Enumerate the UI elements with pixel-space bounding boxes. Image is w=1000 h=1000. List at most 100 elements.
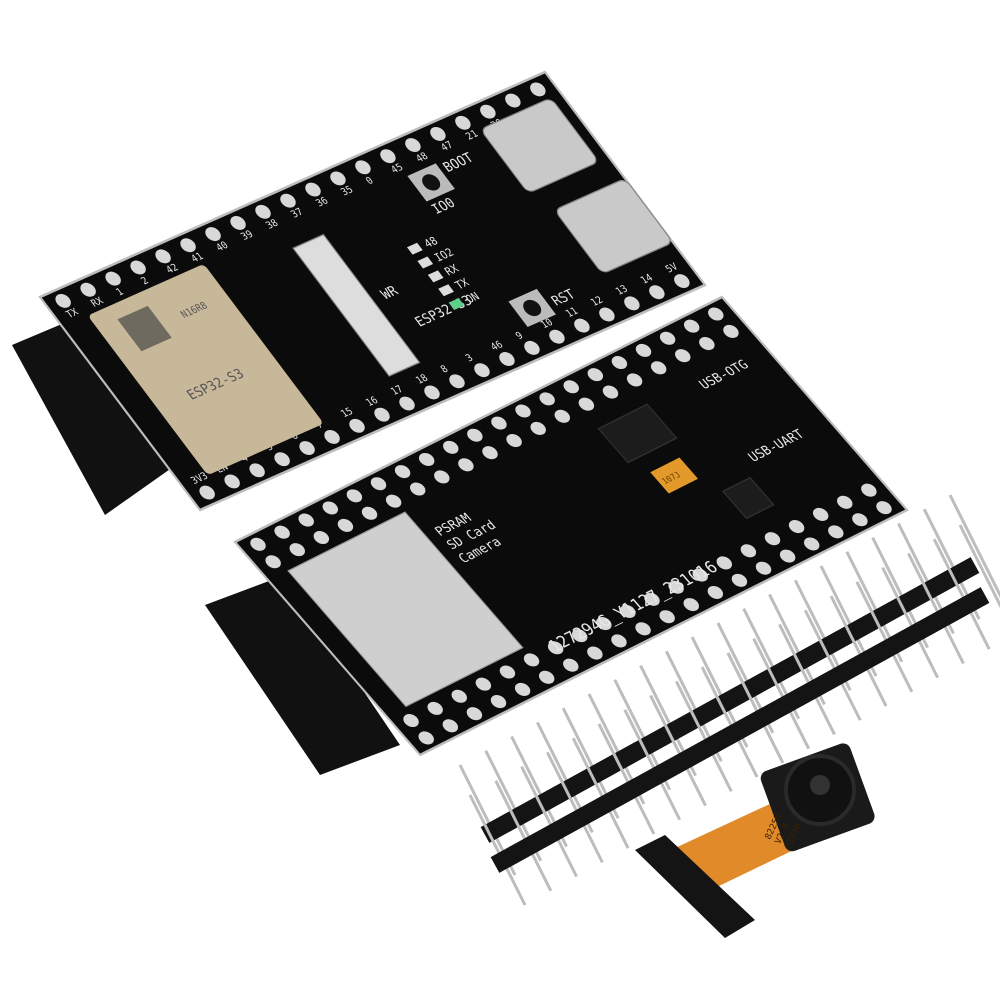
pin-hole [199, 485, 215, 500]
pin-hole [355, 160, 371, 175]
pin-hole [205, 227, 221, 242]
pin-hole [626, 373, 643, 387]
pin-label: 1 [114, 287, 126, 299]
pin-hole [274, 525, 290, 539]
usb-uart-chip [721, 476, 775, 520]
main-board: TXRX12424140393837363504548472120 3V3EN4… [38, 70, 707, 512]
pin-hole [361, 506, 378, 520]
usb-c-port-2[interactable] [554, 179, 673, 274]
pin-hole [624, 296, 640, 311]
pin-hole [505, 93, 521, 108]
pin-hole [837, 495, 853, 509]
sd-card-slot[interactable] [287, 511, 524, 708]
camera-connector [292, 233, 421, 377]
header-pin [674, 680, 733, 792]
pin-hole [650, 361, 667, 375]
pin-hole [403, 713, 419, 728]
status-led [427, 270, 444, 283]
pin-hole [482, 446, 498, 460]
pin-hole [405, 138, 421, 152]
pin-hole [587, 368, 604, 382]
header-pin [803, 609, 862, 721]
pin-hole [611, 634, 627, 648]
pin-hole [852, 513, 868, 527]
header-pin [778, 623, 836, 736]
pin-hole [644, 592, 660, 606]
header-pin [571, 737, 630, 849]
pin-hole [549, 329, 565, 344]
pin-hole [708, 307, 724, 321]
pin-headers [458, 494, 1000, 906]
pin-hole [105, 271, 121, 286]
pin-hole [587, 646, 603, 660]
pin-hole [563, 658, 579, 672]
pin-hole [563, 380, 579, 394]
header-pin [726, 652, 785, 764]
pin-hole [707, 585, 724, 599]
pin-hole [692, 568, 708, 582]
pin-hole [779, 549, 796, 563]
pin-label: 8 [439, 364, 451, 376]
pin-hole [635, 343, 652, 357]
pin-hole [250, 537, 266, 551]
header-pin [546, 751, 604, 864]
pin-hole [380, 149, 396, 164]
header-pin [649, 694, 707, 807]
pin-hole [475, 677, 492, 691]
header-pin [855, 581, 914, 693]
pin-hole [349, 418, 365, 433]
pin-hole [755, 561, 772, 575]
camera-connector-stiffener [635, 835, 755, 938]
antenna-tab [12, 310, 190, 515]
pin-hole [491, 416, 507, 430]
pin-hole [611, 356, 628, 370]
pin-hole [55, 293, 71, 308]
header-pin [597, 723, 656, 835]
pin-hole [330, 171, 346, 186]
header-pin [752, 638, 811, 750]
header-pin [520, 765, 578, 878]
pin-hole [659, 610, 675, 624]
pin-hole [418, 731, 434, 745]
pin-hole [249, 463, 265, 478]
pin-hole [280, 193, 296, 208]
pin-hole [434, 470, 450, 484]
pin-hole [346, 489, 363, 503]
header-pin [932, 538, 991, 650]
pin-hole [861, 483, 877, 497]
pin-hole [530, 421, 546, 435]
pin-hole [418, 452, 435, 466]
status-led [417, 256, 434, 269]
pin-hole [668, 580, 684, 594]
pin-hole [530, 82, 546, 97]
led-label: IO2 [432, 246, 457, 265]
header-pin [700, 666, 759, 778]
usb-c-port-1[interactable] [480, 98, 599, 193]
pin-hole [451, 689, 467, 703]
header-pin [829, 595, 888, 707]
header-pin [468, 794, 527, 906]
pin-hole [596, 617, 612, 631]
header-pin [623, 709, 682, 821]
pin-hole [155, 249, 171, 264]
pin-hole [523, 653, 540, 667]
pin-hole [130, 260, 146, 275]
pin-hole [602, 385, 619, 399]
pin-hole [374, 407, 390, 422]
pin-hole [255, 204, 271, 219]
pin-hole [599, 307, 615, 322]
pin-hole [449, 374, 465, 389]
pin-hole [539, 392, 555, 406]
pin-hole [659, 331, 676, 345]
pin-hole [574, 318, 590, 333]
tantalum-capacitor [650, 457, 698, 494]
pin-hole [224, 474, 240, 489]
header-strip [490, 587, 990, 873]
pin-hole [699, 337, 715, 351]
pin-hole [515, 404, 531, 418]
pin-hole [399, 396, 415, 411]
pin-hole [305, 182, 321, 197]
status-led [406, 242, 423, 255]
pin-label: 3 [464, 353, 476, 365]
